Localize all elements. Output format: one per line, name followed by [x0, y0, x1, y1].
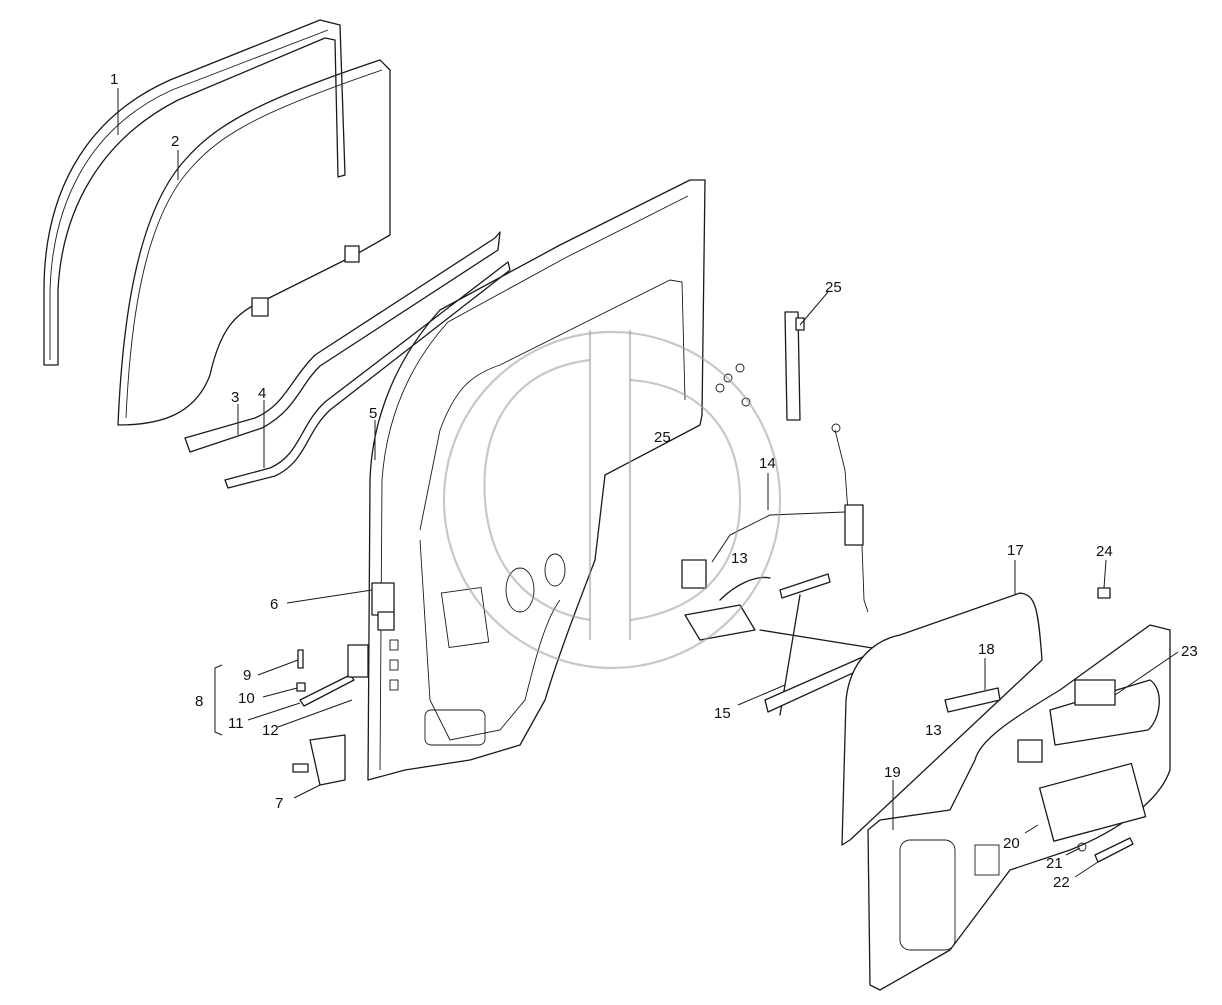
label-9: 9 [243, 667, 251, 684]
label-1: 1 [110, 71, 118, 88]
belt-moldings [184, 231, 511, 489]
label-13-upper: 13 [731, 550, 748, 567]
label-10: 10 [238, 690, 255, 707]
label-17: 17 [1007, 542, 1024, 559]
lock-rod-assembly [681, 423, 869, 613]
label-25-panel: 25 [654, 429, 671, 446]
label-23: 23 [1181, 643, 1198, 660]
door-inner-panel [367, 179, 706, 781]
label-24: 24 [1096, 543, 1113, 560]
label-2: 2 [171, 133, 179, 150]
label-14: 14 [759, 455, 776, 472]
label-3: 3 [231, 389, 239, 406]
label-22: 22 [1053, 874, 1070, 891]
door-glass [117, 59, 391, 426]
glass-run-guide [784, 311, 805, 421]
door-check-link [296, 644, 369, 707]
switch-bracket [944, 687, 1001, 713]
label-7: 7 [275, 795, 283, 812]
retaining-clip [1097, 587, 1111, 599]
watermark-logo [442, 330, 782, 670]
upper-hinge [371, 582, 395, 631]
armrest-handle [1049, 679, 1160, 746]
window-run-channel [43, 19, 346, 366]
leader-lines [117, 88, 1179, 878]
label-21: 21 [1046, 855, 1063, 872]
label-13-lower: 13 [925, 722, 942, 739]
label-25-guide: 25 [825, 279, 842, 296]
label-6: 6 [270, 596, 278, 613]
label-12: 12 [262, 722, 279, 739]
window-switch [1017, 739, 1043, 763]
label-11: 11 [228, 715, 244, 732]
label-4: 4 [258, 385, 266, 402]
inner-handle-lever [1077, 837, 1134, 863]
label-19: 19 [884, 764, 901, 781]
label-20: 20 [1003, 835, 1020, 852]
label-18: 18 [978, 641, 995, 658]
door-trim-panel [841, 592, 1043, 846]
label-15: 15 [714, 705, 731, 722]
lower-hinge [292, 734, 346, 786]
label-5: 5 [369, 405, 377, 422]
label-8: 8 [195, 693, 203, 710]
